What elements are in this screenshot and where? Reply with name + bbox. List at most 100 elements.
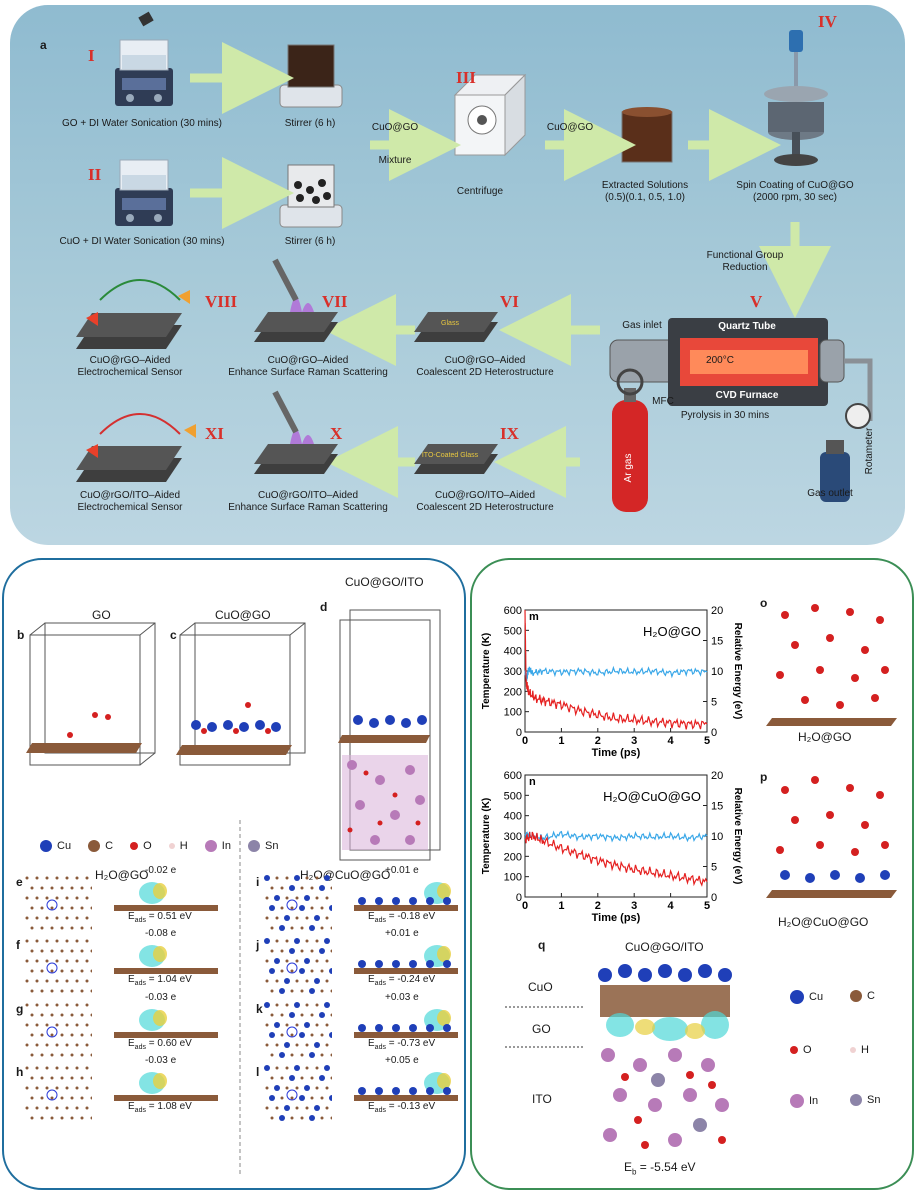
xtick-label: 0 — [522, 735, 528, 747]
ar-gas-bottle-icon — [612, 368, 648, 512]
step-VIII-caption-2: Electrochemical Sensor — [77, 367, 183, 378]
step-IX-caption-1: CuO@rGO/ITO–Aided — [435, 490, 535, 501]
panel-letter-m: m — [529, 611, 539, 623]
panel-letter-e: e — [16, 875, 23, 889]
step-III-caption: Centrifuge — [456, 186, 504, 197]
side-view-h — [114, 1072, 218, 1101]
step-IX-number: IX — [500, 424, 519, 443]
panel-letter-i: i — [256, 875, 260, 889]
step-VIII-number: VIII — [205, 292, 238, 311]
chart-title-m: H₂O@GO — [643, 624, 701, 639]
adsorption-energy-f: Eads = 1.04 eV — [128, 974, 192, 987]
sensor-xi-icon — [76, 413, 196, 482]
panel-c-title: CuO@GO — [215, 608, 271, 622]
substrate-vi-icon — [414, 312, 498, 342]
xtick-label: 3 — [631, 900, 637, 912]
ytick-label: 500 — [504, 790, 522, 802]
series-n-1 — [524, 831, 708, 887]
step-VII-caption-1: CuO@rGO–Aided — [267, 355, 349, 366]
sensor-viii-icon — [76, 279, 190, 349]
ytick-label: 600 — [504, 605, 522, 617]
xtick-label: 5 — [704, 900, 710, 912]
rlegend-sn: Sn — [850, 1094, 880, 1107]
stirrer1-caption: Stirrer (6 h) — [284, 118, 336, 129]
panel-letter-c: c — [170, 628, 177, 642]
step-II-number: II — [88, 165, 102, 184]
panel-p-caption: H₂O@CuO@GO — [778, 915, 869, 929]
panel-q-title: CuO@GO/ITO — [625, 940, 704, 954]
ytick-label: 0 — [516, 727, 522, 739]
lattice-l — [264, 1065, 332, 1121]
lattice-j — [264, 938, 332, 994]
charge-transfer-j: +0.01 e — [385, 928, 419, 939]
step-XI-caption-1: CuO@rGO/ITO–Aided — [80, 490, 180, 501]
step-II-caption: CuO + DI Water Sonication (30 mins) — [59, 236, 225, 247]
xtick-label: 3 — [631, 735, 637, 747]
charge-transfer-g: -0.03 e — [145, 992, 177, 1003]
y2tick-label: 10 — [711, 666, 723, 678]
panel-letter-b: b — [17, 628, 25, 642]
binding-energy: Eb = -5.54 eV — [624, 1160, 696, 1177]
rlegend-c: C — [850, 990, 875, 1003]
cuo-go-label-2: CuO@GO — [546, 122, 594, 133]
adsorption-energy-k: Eads = -0.73 eV — [368, 1038, 436, 1051]
y2tick-label: 20 — [711, 605, 723, 617]
ytick-label: 500 — [504, 625, 522, 637]
xtick-label: 0 — [522, 900, 528, 912]
adsorption-energy-j: Eads = -0.24 eV — [368, 974, 436, 987]
legend-cu: Cu — [40, 840, 71, 853]
charge-transfer-i: +0.01 e — [385, 865, 419, 876]
step-XI-caption-2: Electrochemical Sensor — [77, 502, 183, 513]
step-IV-caption-1: Spin Coating of CuO@GO — [736, 180, 854, 191]
panel-letter-a: a — [40, 38, 47, 52]
rlegend-h: H — [850, 1044, 869, 1056]
sonicator-go-icon — [115, 39, 173, 106]
spin-coater-icon — [764, 30, 828, 166]
panel-letter-h: h — [16, 1065, 24, 1079]
step-IX-caption-2: Coalescent 2D Heterostructure — [416, 502, 554, 513]
mix-bottom-label: Mixture — [378, 155, 412, 166]
h2o-cuo-go-heading: H₂O@CuO@GO — [300, 868, 391, 882]
ytick-label: 300 — [504, 831, 522, 843]
legend-h: H — [168, 840, 188, 852]
series-m-1 — [524, 609, 708, 730]
cuo-go-structure — [179, 622, 306, 766]
step-I-caption: GO + DI Water Sonication (30 mins) — [62, 118, 222, 129]
ytick-label: 600 — [504, 770, 522, 782]
glass-label: Glass — [441, 320, 459, 327]
panel-o-caption: H₂O@GO — [798, 730, 852, 744]
left-structures — [26, 609, 441, 1175]
ar-gas-label: Ar gas — [623, 453, 634, 483]
water-cuo-go-molecules — [776, 776, 889, 856]
charge-transfer-l: +0.05 e — [385, 1055, 419, 1066]
substrate-x-icon — [254, 390, 338, 474]
y2tick-label: 0 — [711, 892, 717, 904]
step-VII-number: VII — [322, 292, 348, 311]
legend-in: In — [204, 840, 231, 853]
y2label-m: Relative Energy (eV) — [732, 623, 743, 720]
legend-c: C — [88, 840, 113, 853]
ytick-label: 100 — [504, 872, 522, 884]
lattice-h — [25, 1066, 92, 1120]
side-view-l — [354, 1072, 458, 1101]
cvd-furnace-icon — [609, 318, 873, 421]
adsorption-energy-l: Eads = -0.13 eV — [368, 1101, 436, 1114]
panel-letter-n: n — [529, 776, 536, 788]
adsorption-energy-h: Eads = 1.08 eV — [128, 1101, 192, 1114]
y2tick-label: 20 — [711, 770, 723, 782]
xtick-label: 2 — [595, 900, 601, 912]
ytick-label: 400 — [504, 646, 522, 658]
y2tick-label: 5 — [711, 697, 717, 709]
adsorption-energy-g: Eads = 0.60 eV — [128, 1038, 192, 1051]
step-VII-caption-2: Enhance Surface Raman Scattering — [228, 367, 388, 378]
xtick-label: 4 — [668, 735, 675, 747]
chart-title-n: H₂O@CuO@GO — [603, 789, 701, 804]
legend-sn: Sn — [248, 840, 279, 853]
interface-structure — [505, 964, 732, 1149]
charge-transfer-f: -0.08 e — [145, 928, 177, 939]
rlegend-in: In — [790, 1094, 818, 1108]
rotameter-label: Rotameter — [864, 427, 875, 475]
step-XI-number: XI — [205, 424, 224, 443]
